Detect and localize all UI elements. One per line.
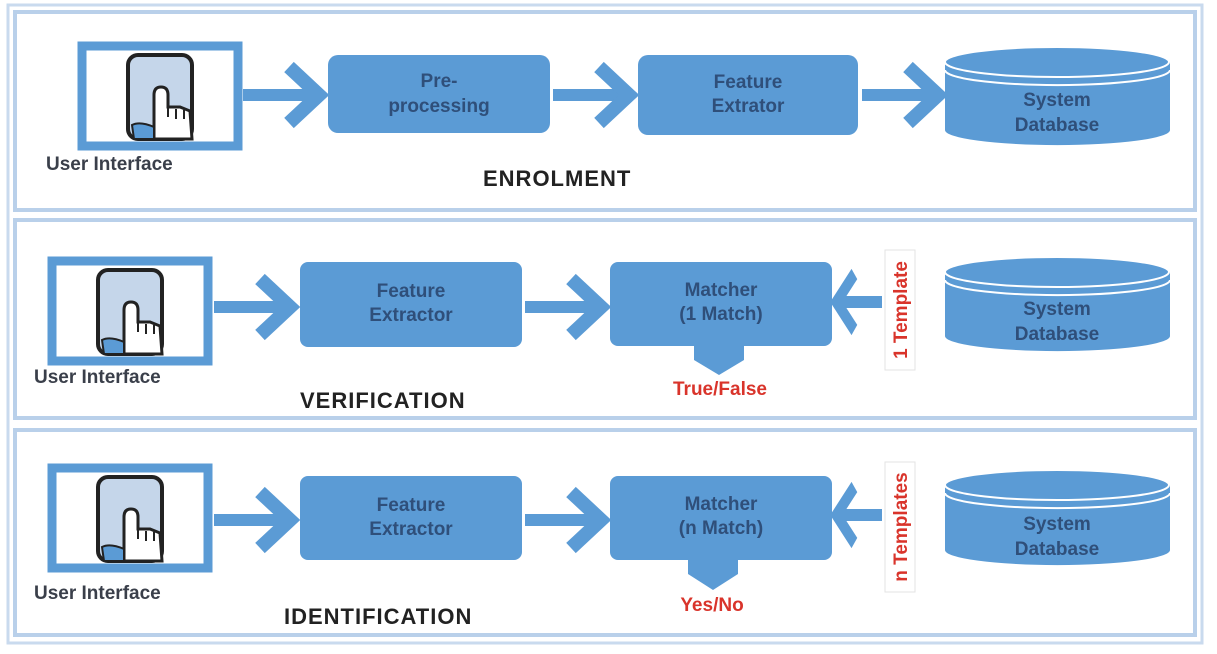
- template-tag: [884, 461, 916, 593]
- database-label-1: System: [1023, 514, 1091, 535]
- enrolment-panel: User Interface Pre- processing Feature E…: [13, 10, 1197, 212]
- feature-extractor-label-2: Extractor: [369, 305, 453, 326]
- outer-frame: [6, 3, 1204, 645]
- feature-extractor-label-1: Feature: [377, 495, 446, 516]
- database-label-2: Database: [1015, 324, 1100, 345]
- template-label: n Templates: [891, 472, 912, 581]
- database-cylinder-icon: [944, 46, 1171, 146]
- identification-title: IDENTIFICATION: [284, 604, 472, 629]
- database-label-2: Database: [1015, 115, 1100, 136]
- matcher-box: [610, 476, 832, 560]
- feature-extractor-label-1: Feature: [377, 281, 446, 302]
- database-cylinder-icon: [944, 469, 1171, 566]
- feature-extractor-label-2: Extractor: [369, 519, 453, 540]
- matcher-label-1: Matcher: [685, 280, 758, 301]
- down-arrow-icon: [688, 559, 738, 590]
- feature-extractor-label-1: Feature: [714, 72, 783, 93]
- feature-extractor-box: [300, 476, 522, 560]
- user-interface-label: User Interface: [46, 154, 173, 175]
- matcher-box: [610, 262, 832, 346]
- verification-panel: User Interface Feature Extractor Matcher…: [13, 218, 1197, 420]
- touch-device-icon: [96, 268, 164, 356]
- result-label: True/False: [673, 379, 767, 400]
- feature-extractor-label-2: Extrator: [712, 96, 785, 117]
- database-cylinder-icon: [944, 256, 1171, 352]
- matcher-label-1: Matcher: [685, 494, 758, 515]
- template-tag: [884, 249, 916, 371]
- database-label-2: Database: [1015, 539, 1100, 560]
- preprocessing-label-1: Pre-: [421, 71, 458, 92]
- user-interface-label: User Interface: [34, 583, 161, 604]
- identification-panel: User Interface Feature Extractor Matcher…: [13, 428, 1197, 637]
- user-interface-label: User Interface: [34, 367, 161, 388]
- database-label-1: System: [1023, 299, 1091, 320]
- verification-title: VERIFICATION: [300, 388, 466, 413]
- feature-extractor-box: [300, 262, 522, 347]
- touch-device-icon: [96, 475, 164, 563]
- result-label: Yes/No: [680, 595, 743, 616]
- enrolment-title: ENROLMENT: [483, 166, 631, 191]
- template-label: 1 Template: [891, 261, 912, 359]
- database-label-1: System: [1023, 90, 1091, 111]
- down-arrow-icon: [694, 345, 744, 375]
- matcher-label-2: (1 Match): [679, 304, 762, 325]
- preprocessing-box: [328, 55, 550, 133]
- matcher-label-2: (n Match): [679, 518, 763, 539]
- feature-extractor-box: [638, 55, 858, 135]
- touch-device-icon: [126, 53, 194, 141]
- preprocessing-label-2: processing: [388, 96, 489, 117]
